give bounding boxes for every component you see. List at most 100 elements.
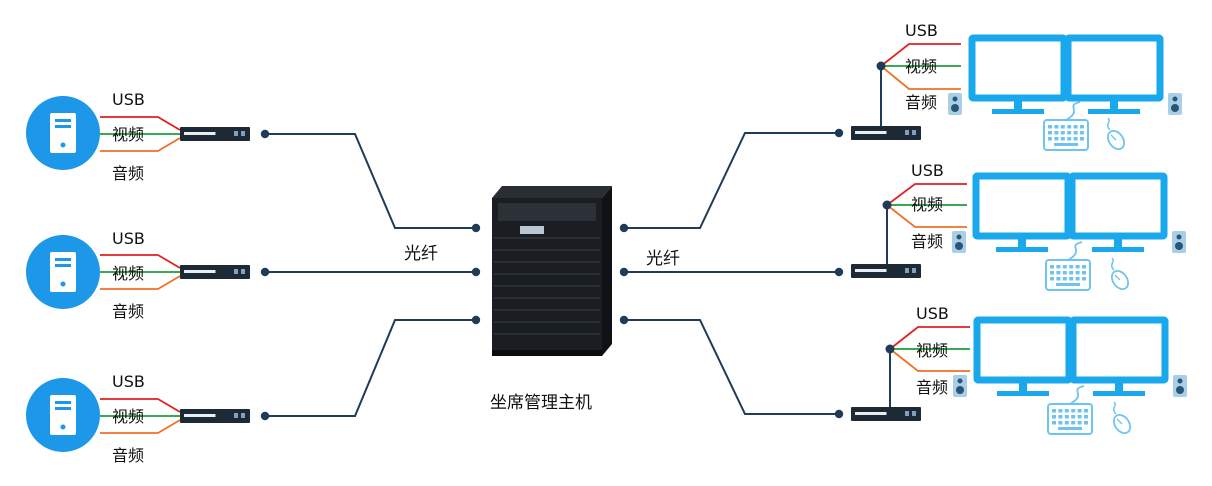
extender-stripe <box>855 412 887 415</box>
keyboard-key <box>1084 421 1088 425</box>
left-source-1-kvm-extender-icon <box>180 127 250 141</box>
seat-1-audio-label: 音频 <box>905 93 938 112</box>
seat-1-usb-label: USB <box>905 21 938 40</box>
speaker-tweeter <box>952 96 958 102</box>
monitor-stand <box>996 247 1048 252</box>
seat-2-keyboard-icon <box>1045 241 1091 291</box>
rack-side <box>602 186 612 356</box>
left-source-3-pc-tower-icon <box>26 378 100 452</box>
seat-1-video-label: 视频 <box>905 57 938 76</box>
keyboard-key <box>1069 265 1074 269</box>
extender-port <box>912 411 916 416</box>
keyboard-key <box>1067 125 1072 129</box>
keyboard-spacebar <box>1054 143 1078 146</box>
seat-3-audio-cable <box>889 348 970 372</box>
extender-stripe <box>855 269 887 272</box>
pc-case <box>50 395 76 435</box>
keyboard-key <box>1064 415 1069 419</box>
seat-1-usb-cable <box>880 43 961 67</box>
host-server-rack-icon <box>492 186 612 356</box>
seat-3-video-label: 视频 <box>916 341 949 360</box>
left-source-2-usb-cable <box>100 254 181 269</box>
mouse-button-split <box>1114 274 1121 281</box>
seat-2-input-dot <box>834 267 844 277</box>
speaker-woofer <box>956 386 964 394</box>
keyboard-key <box>1058 421 1063 425</box>
extender-port <box>234 131 238 136</box>
keyboard-key <box>1071 421 1076 425</box>
left-source-1-audio-cable <box>100 137 181 152</box>
mouse-cable <box>1106 117 1111 131</box>
seat-3-speaker-icon <box>953 375 967 397</box>
extender-port <box>905 130 909 135</box>
keyboard-key <box>1064 409 1069 413</box>
keyboard-key <box>1073 137 1078 141</box>
speaker-woofer <box>955 242 963 250</box>
keyboard-key <box>1077 415 1082 419</box>
seat-3-keyboard-icon <box>1047 385 1093 435</box>
mouse-body <box>1110 269 1130 291</box>
pc-slot <box>55 401 71 404</box>
left-source-2-audio-cable <box>100 275 181 290</box>
seat-2-mouse-icon <box>1110 257 1130 291</box>
left-source-1-usb-cable <box>100 116 181 131</box>
seat-1-mouse-icon <box>1106 117 1126 151</box>
pc-power <box>60 281 66 287</box>
rack-panel <box>498 203 596 221</box>
extender-stripe <box>184 414 216 417</box>
pc-slot <box>55 125 71 128</box>
keyboard-key <box>1054 125 1059 129</box>
monitor-screen <box>1064 34 1164 102</box>
speaker-tweeter <box>957 378 963 384</box>
keyboard-key <box>1056 277 1061 281</box>
keyboard-key <box>1062 277 1067 281</box>
left-source-2-kvm-extender-icon <box>180 265 250 279</box>
monitor-stand <box>992 109 1044 114</box>
keyboard-key <box>1069 277 1074 281</box>
seat-3-hub-dot <box>885 344 895 354</box>
pc-slot <box>55 264 71 267</box>
seat-1-keyboard-icon <box>1043 101 1089 151</box>
keyboard-key <box>1073 131 1078 135</box>
seat-3-usb-cable <box>889 326 970 350</box>
monitor-neck <box>1114 239 1122 247</box>
speaker-tweeter <box>1176 234 1182 240</box>
left-1-usb-label: USB <box>112 90 145 109</box>
keyboard-cable <box>1067 241 1083 261</box>
seat-3-kvm-extender-icon <box>851 407 921 421</box>
keyboard-key <box>1082 265 1086 269</box>
keyboard-body <box>1043 119 1089 151</box>
host-left-dot-2 <box>471 267 481 277</box>
left-source-2-pc-tower-icon <box>26 235 100 309</box>
left-1-audio-label: 音频 <box>112 164 145 183</box>
seat-2-usb-label: USB <box>911 161 944 180</box>
keyboard-key <box>1075 271 1080 275</box>
extender-stripe <box>184 270 216 273</box>
extender-port <box>234 413 238 418</box>
keyboard-spacebar <box>1058 427 1082 430</box>
extender-port <box>241 269 245 274</box>
seat-2-usb-cable <box>886 183 967 206</box>
seat-3-mouse-icon <box>1112 401 1132 435</box>
left-3-usb-label: USB <box>112 372 145 391</box>
extender-port <box>912 268 916 273</box>
monitor-neck <box>1018 239 1026 247</box>
keyboard-cable <box>1069 385 1085 405</box>
keyboard-key <box>1050 271 1054 275</box>
mouse-cable <box>1110 257 1115 271</box>
seat-1-input-dot <box>834 128 844 138</box>
speaker-woofer <box>951 104 959 112</box>
mouse-body <box>1106 129 1126 151</box>
host-left-dot-3 <box>471 315 481 325</box>
keyboard-key <box>1084 415 1088 419</box>
extender-port <box>905 411 909 416</box>
keyboard-key <box>1056 265 1061 269</box>
rack-top <box>492 186 612 198</box>
speaker-tweeter <box>1177 378 1183 384</box>
mouse-body <box>1112 413 1132 435</box>
rack-front <box>492 198 602 356</box>
extender-port <box>234 269 238 274</box>
monitor-screen <box>972 172 1072 240</box>
